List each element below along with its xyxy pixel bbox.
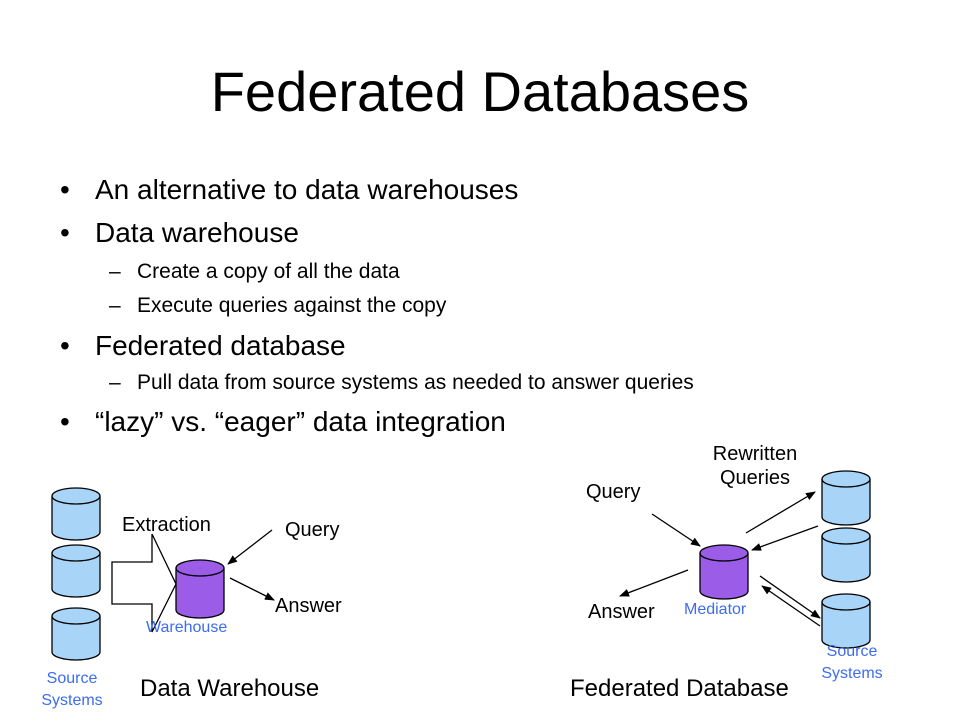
bullet-text: Federated database: [95, 330, 346, 361]
queries-line: Queries: [719, 467, 791, 489]
rewritten-response-arrow-2: [751, 525, 819, 551]
extraction-label: Extraction: [122, 514, 211, 536]
bullet-1: • An alternative to data warehouses: [60, 173, 519, 207]
source-label-line: Source: [46, 670, 98, 687]
left-answer-label: Answer: [275, 595, 342, 617]
left-answer-arrow: [229, 577, 275, 601]
sub-bullet-text: Pull data from source systems as needed …: [137, 371, 694, 394]
left-source-systems-label: Source Systems: [28, 668, 116, 712]
dash-marker: –: [109, 294, 121, 317]
rewritten-line: Rewritten: [712, 443, 798, 465]
right-source-cylinder-1: [821, 470, 871, 526]
right-source-systems-label: Source Systems: [808, 641, 896, 685]
bullet-2: • Data warehouse: [60, 216, 299, 250]
rewritten-query-arrow-1: [745, 491, 816, 534]
right-answer-label: Answer: [588, 601, 655, 623]
extraction-arrow: [111, 533, 177, 633]
sub-bullet-3-1: – Pull data from source systems as neede…: [109, 370, 694, 396]
rewritten-queries-label: Rewritten Queries: [700, 442, 810, 490]
left-query-arrow: [227, 529, 273, 565]
right-source-cylinder-2: [821, 527, 871, 583]
dash-marker: –: [109, 371, 121, 394]
left-source-cylinder-1: [51, 487, 101, 541]
bullet-marker: •: [60, 406, 70, 437]
sub-bullet-text: Execute queries against the copy: [137, 294, 447, 317]
dash-marker: –: [109, 260, 121, 283]
right-query-arrow: [651, 513, 701, 547]
rewritten-query-arrow-3: [759, 575, 821, 619]
mediator-cylinder: [699, 544, 749, 600]
rewritten-response-arrow-4: [761, 585, 821, 627]
mediator-label: Mediator: [684, 601, 747, 618]
left-source-cylinder-2: [51, 544, 101, 598]
right-source-cylinder-3: [821, 593, 871, 649]
bullet-3: • Federated database: [60, 329, 346, 363]
slide-title: Federated Databases: [210, 60, 750, 123]
bullet-text: An alternative to data warehouses: [95, 174, 519, 205]
systems-label-line: Systems: [821, 665, 883, 682]
systems-label-line: Systems: [41, 692, 103, 709]
right-query-label: Query: [586, 481, 641, 503]
bullet-marker: •: [60, 330, 70, 361]
bullet-text: “lazy” vs. “eager” data integration: [95, 406, 506, 437]
bullet-4: • “lazy” vs. “eager” data integration: [60, 405, 506, 439]
sub-bullet-2-1: – Create a copy of all the data: [109, 259, 400, 285]
sub-bullet-2-2: – Execute queries against the copy: [109, 293, 447, 319]
bullet-marker: •: [60, 174, 70, 205]
warehouse-cylinder: [175, 559, 225, 619]
left-source-cylinder-3: [51, 607, 101, 661]
sub-bullet-text: Create a copy of all the data: [137, 260, 400, 283]
data-warehouse-caption: Data Warehouse: [140, 675, 320, 702]
warehouse-label: Warehouse: [146, 619, 228, 636]
right-answer-arrow: [619, 569, 689, 597]
left-query-label: Query: [285, 519, 340, 541]
bullet-marker: •: [60, 217, 70, 248]
federated-database-caption: Federated Database: [570, 675, 789, 702]
source-label-line: Source: [826, 643, 878, 660]
bullet-text: Data warehouse: [95, 217, 299, 248]
